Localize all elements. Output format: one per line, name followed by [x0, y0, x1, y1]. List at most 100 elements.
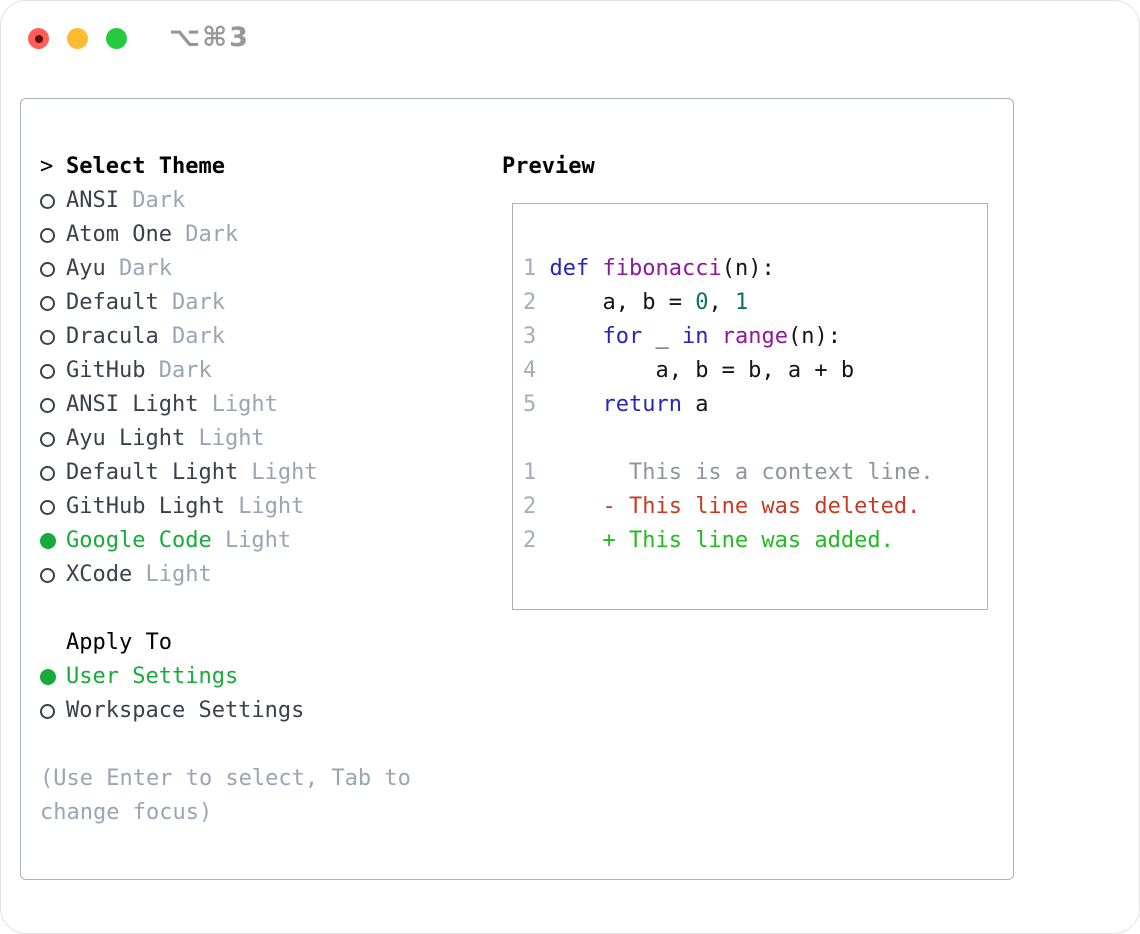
radio-marker	[40, 193, 66, 209]
radio-marker	[40, 329, 66, 345]
theme-variant: Light	[238, 494, 305, 519]
line-number: 2	[523, 290, 537, 315]
theme-name: Ayu Light	[66, 426, 186, 451]
code-token: return	[602, 392, 682, 417]
code-line: 5 return a	[523, 388, 977, 422]
code-token: (n):	[721, 256, 775, 281]
code-token: a, b =	[549, 290, 696, 315]
spacer	[40, 728, 490, 762]
code-token	[589, 256, 602, 281]
theme-variant: Dark	[185, 222, 239, 247]
theme-variant: Dark	[158, 358, 212, 383]
radio-marker	[40, 431, 66, 447]
theme-option[interactable]: Ayu Light Light	[40, 422, 490, 456]
code-line: 1 def fibonacci(n):	[523, 252, 977, 286]
radio-marker	[40, 363, 66, 379]
theme-option[interactable]: Google Code Light	[40, 524, 490, 558]
diff-text: + This line was added.	[536, 528, 894, 553]
radio-marker	[40, 669, 66, 685]
theme-name: Google Code	[66, 528, 212, 553]
theme-option[interactable]: GitHub Dark	[40, 354, 490, 388]
theme-name: XCode	[66, 562, 133, 587]
theme-variant: Dark	[132, 188, 186, 213]
apply-option-name: Workspace Settings	[66, 698, 305, 723]
theme-option[interactable]: Default Dark	[40, 286, 490, 320]
theme-name: GitHub	[66, 358, 146, 383]
radio-marker	[40, 465, 66, 481]
spacer	[523, 422, 977, 456]
zoom-button[interactable]	[106, 28, 127, 49]
code-token	[550, 324, 603, 349]
code-token: _	[642, 324, 682, 349]
code-token	[708, 324, 721, 349]
theme-variant: Light	[224, 528, 292, 553]
radio-marker	[40, 703, 66, 719]
theme-option[interactable]: Dracula Dark	[40, 320, 490, 354]
preview-header: Preview	[502, 150, 595, 184]
theme-variant: Light	[198, 426, 265, 451]
theme-option[interactable]: XCode Light	[40, 558, 490, 592]
select-theme-header: > Select Theme	[40, 150, 490, 184]
line-number: 1	[523, 460, 537, 485]
line-number: 3	[523, 324, 537, 349]
theme-variant: Dark	[171, 290, 225, 315]
theme-variant: Dark	[171, 324, 225, 349]
close-button[interactable]	[28, 28, 49, 49]
code-token: (n):	[787, 324, 841, 349]
radio-marker	[40, 533, 66, 549]
line-number: 1	[523, 256, 537, 281]
line-number: 5	[523, 392, 537, 417]
code-line: 4 a, b = b, a + b	[523, 354, 977, 388]
diff-line: 2 - This line was deleted.	[523, 490, 977, 524]
minimize-button[interactable]	[67, 28, 88, 49]
radio-icon	[40, 329, 55, 345]
radio-icon	[40, 567, 55, 583]
theme-variant: Light	[251, 460, 318, 485]
code-line: 2 a, b = 0, 1	[523, 286, 977, 320]
radio-selected-icon	[40, 669, 56, 685]
theme-name: Ayu	[66, 256, 106, 281]
diff-preview: 1 This is a context line. 2 - This line w…	[523, 456, 977, 558]
radio-icon	[40, 363, 55, 379]
theme-variant: Light	[145, 562, 212, 587]
diff-text: This is a context line.	[536, 460, 934, 485]
radio-marker	[40, 295, 66, 311]
radio-selected-icon	[40, 533, 56, 549]
traffic-lights	[28, 28, 127, 49]
hint-text: (Use Enter to select, Tab to change focu…	[40, 766, 411, 825]
theme-name: ANSI Light	[66, 392, 199, 417]
code-token	[550, 392, 603, 417]
apply-option[interactable]: User Settings	[40, 660, 490, 694]
theme-name: Default	[66, 290, 159, 315]
radio-icon	[40, 703, 55, 719]
code-token: a	[681, 392, 709, 417]
line-number: 4	[523, 358, 537, 383]
radio-marker	[40, 567, 66, 583]
radio-marker	[40, 397, 66, 413]
radio-marker	[40, 227, 66, 243]
code-token: for	[602, 324, 643, 349]
theme-name: Dracula	[66, 324, 159, 349]
apply-option-name: User Settings	[66, 664, 239, 689]
radio-icon	[40, 397, 55, 413]
apply-to-title: Apply To	[66, 630, 172, 655]
spacer	[40, 592, 490, 626]
line-number: 2	[523, 494, 537, 519]
apply-option[interactable]: Workspace Settings	[40, 694, 490, 728]
radio-icon	[40, 499, 55, 515]
prompt-caret-icon: >	[40, 154, 54, 179]
code-token: fibonacci	[602, 256, 722, 281]
